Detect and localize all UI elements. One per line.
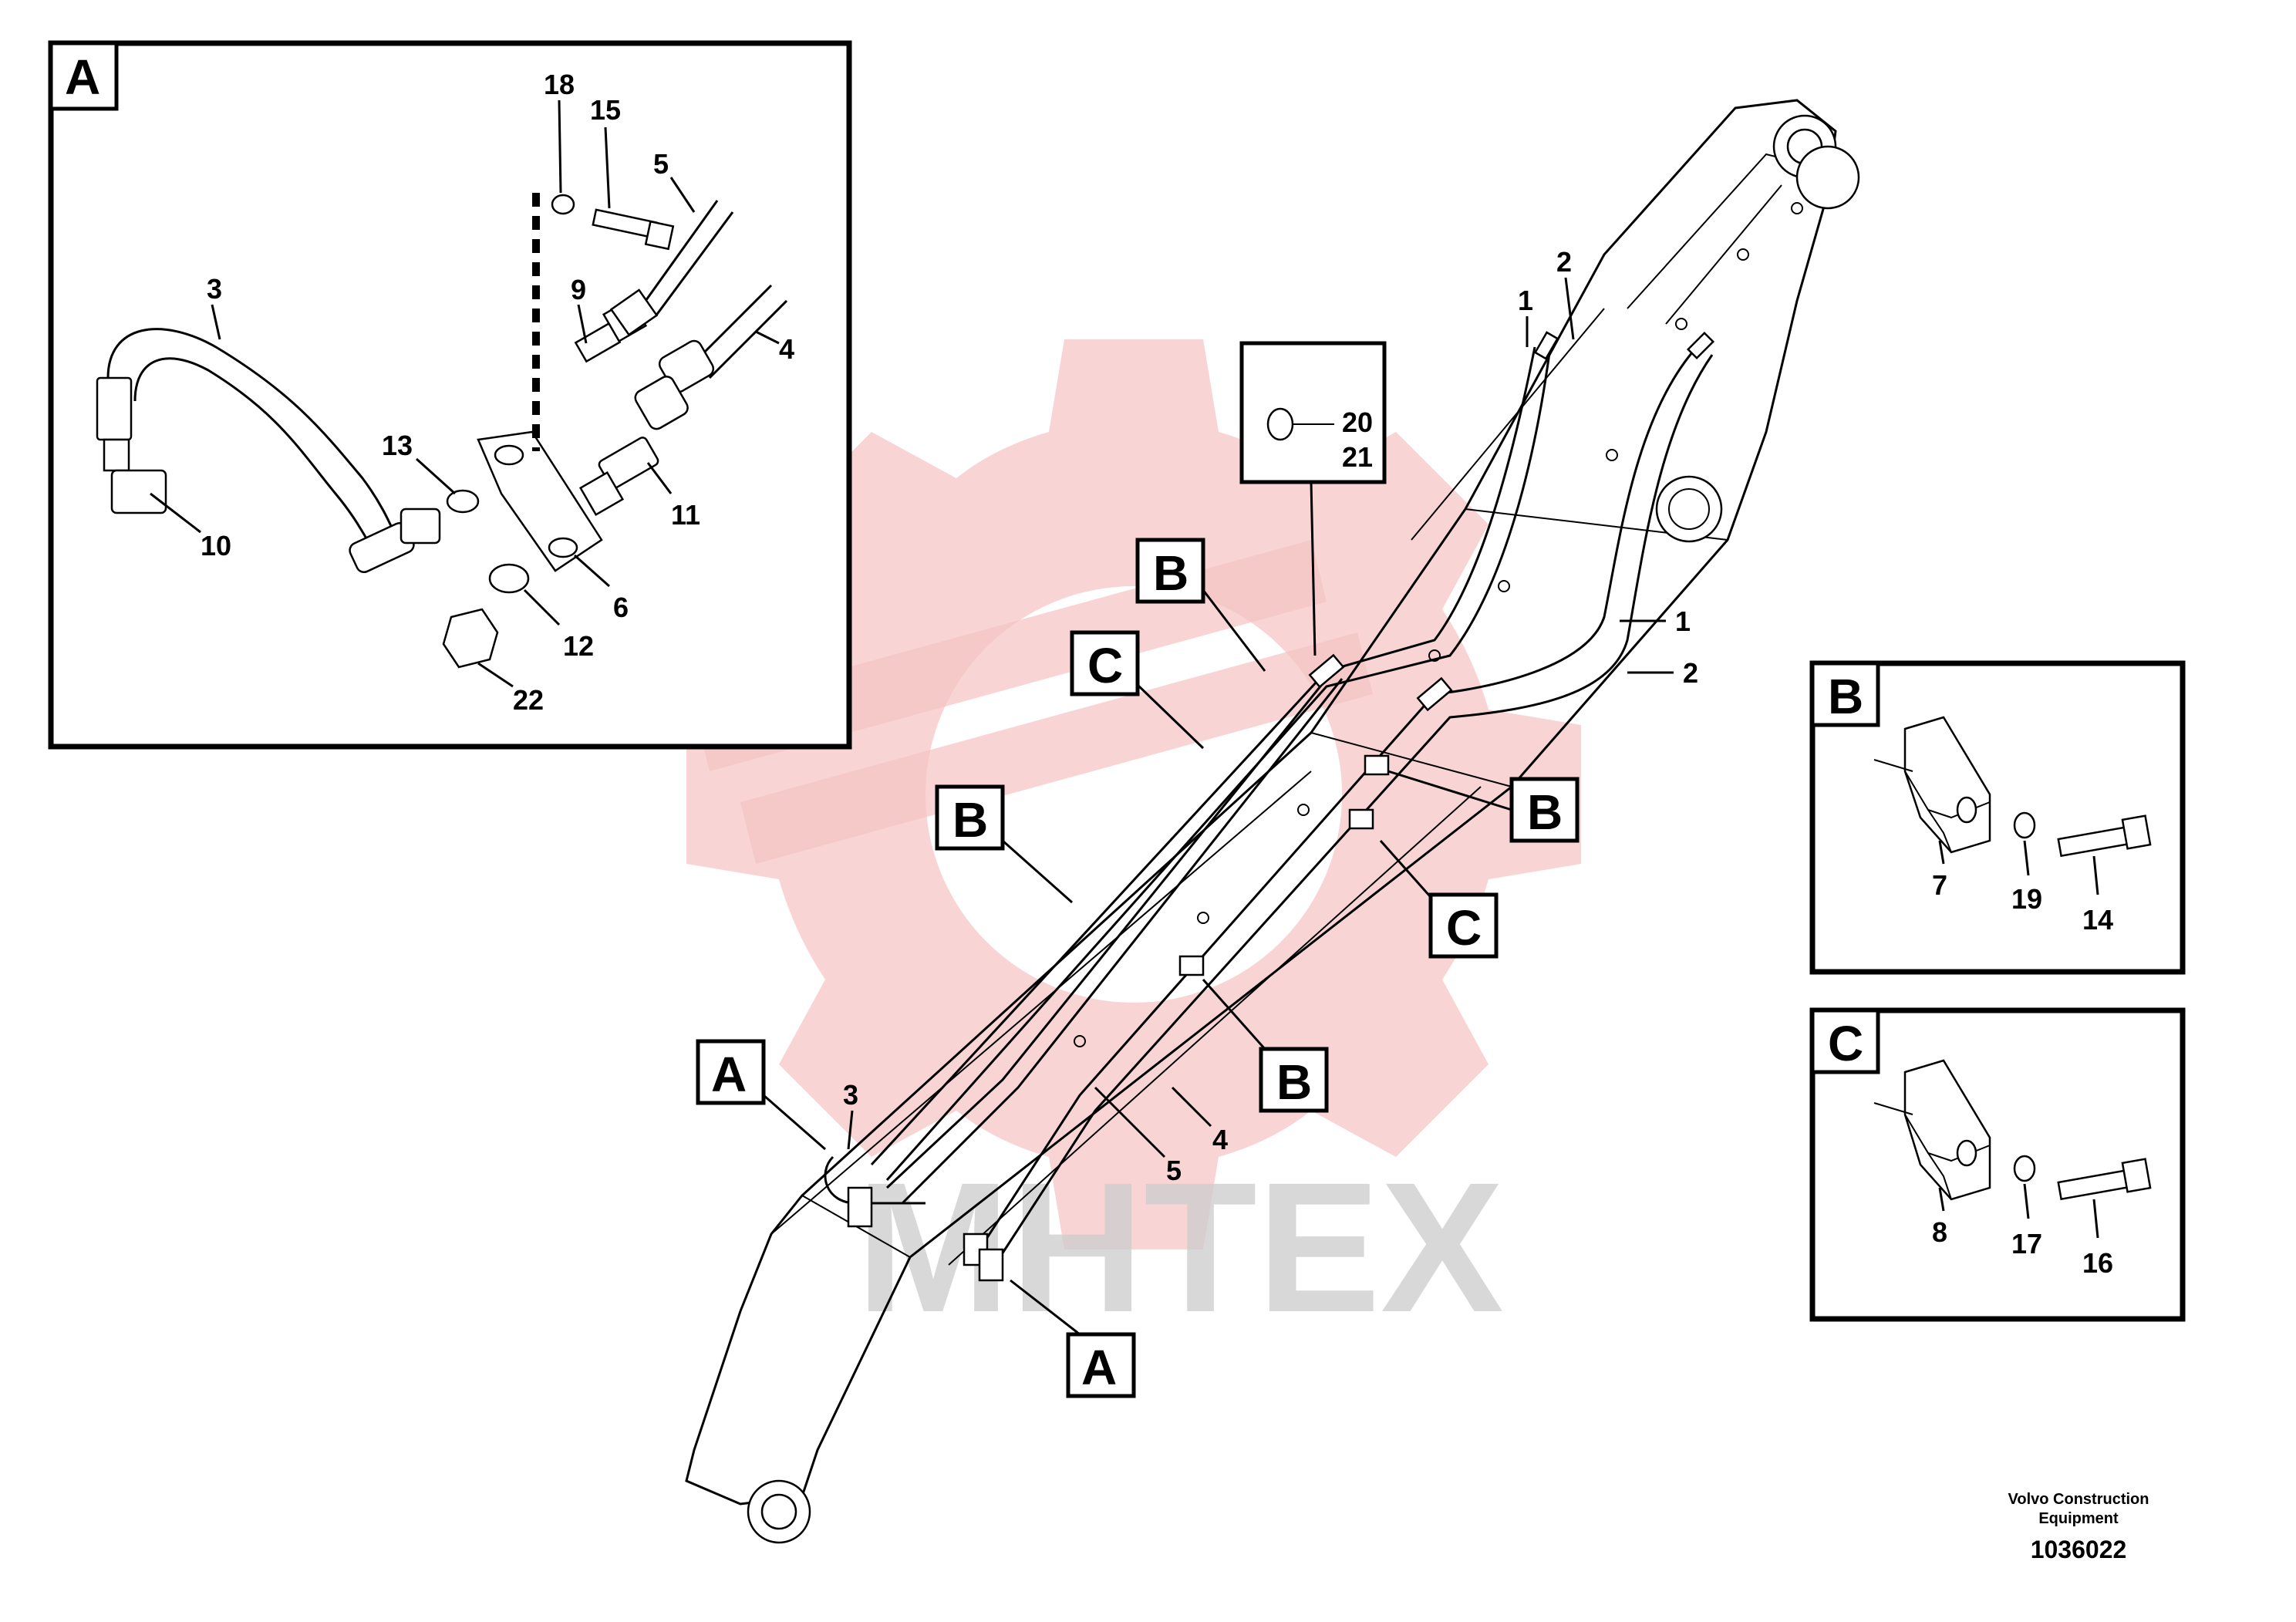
view-tag-c-2: C <box>1446 900 1482 956</box>
detail-b-letter: B <box>1828 669 1863 724</box>
callout-7: 7 <box>1932 869 1947 901</box>
view-tag-b-1: B <box>1153 545 1188 601</box>
callout-2-right: 2 <box>1683 657 1698 689</box>
detail-c-panel: C 8 17 16 <box>1809 1007 2186 1322</box>
footer-block: Volvo Construction Equipment 1036022 <box>2008 1491 2149 1563</box>
callout-1-right: 1 <box>1675 605 1691 637</box>
main-view-callouts: 1 2 1 2 3 4 5 <box>843 246 1698 1186</box>
callout-22: 22 <box>513 684 544 716</box>
callout-16: 16 <box>2082 1247 2113 1279</box>
callout-3-detail: 3 <box>207 273 222 305</box>
detail-a-panel: A <box>48 40 852 750</box>
view-tag-b-2: B <box>952 792 988 848</box>
view-tags: B C B B C B A A <box>696 538 1580 1398</box>
callout-8: 8 <box>1932 1216 1947 1248</box>
callout-14: 14 <box>2082 904 2113 936</box>
callout-2-top: 2 <box>1556 246 1572 278</box>
callout-13: 13 <box>382 430 413 461</box>
detail-a-letter: A <box>65 49 100 105</box>
view-tag-c-1: C <box>1087 638 1123 693</box>
company-name-line1: Volvo Construction <box>2008 1491 2149 1508</box>
callout-5-detail: 5 <box>653 148 669 180</box>
callout-10: 10 <box>201 530 231 561</box>
callout-20: 20 <box>1342 406 1373 438</box>
callout-15: 15 <box>590 94 621 126</box>
callout-11: 11 <box>671 499 700 531</box>
company-name-line2: Equipment <box>2038 1510 2119 1527</box>
callout-17: 17 <box>2011 1228 2042 1259</box>
view-tag-b-3: B <box>1527 784 1563 840</box>
callout-5-main: 5 <box>1166 1155 1182 1186</box>
callout-21: 21 <box>1342 441 1373 473</box>
o-ring-icon <box>1266 407 1294 441</box>
drawing-number: 1036022 <box>2031 1536 2127 1563</box>
detail-c-letter: C <box>1828 1016 1863 1071</box>
boom-illustration <box>685 99 1860 1544</box>
view-tag-a-1: A <box>711 1047 747 1102</box>
callout-12: 12 <box>563 630 594 662</box>
callout-9: 9 <box>571 274 586 305</box>
callout-18: 18 <box>544 69 575 100</box>
callout-3-main: 3 <box>843 1079 858 1111</box>
callout-4-detail: 4 <box>779 333 794 365</box>
callout-1-top: 1 <box>1518 285 1533 316</box>
detail-b-panel: B 7 19 14 <box>1809 660 2186 975</box>
seal-callout-box: 20 21 <box>1239 341 1387 656</box>
callout-19: 19 <box>2011 883 2042 915</box>
view-tag-a-2: A <box>1081 1340 1117 1395</box>
callout-6: 6 <box>613 592 629 623</box>
callout-4-main: 4 <box>1212 1124 1228 1155</box>
view-tag-b-4: B <box>1276 1054 1312 1110</box>
